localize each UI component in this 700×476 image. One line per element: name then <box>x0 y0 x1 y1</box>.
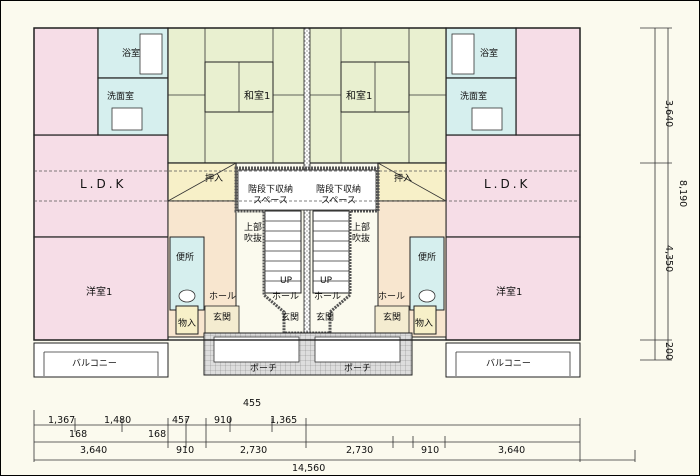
dim-910-a: 910 <box>176 445 194 456</box>
dim-8190-right-col: 8,190 <box>677 180 688 207</box>
label-ldk-right: L.D.K <box>484 177 530 191</box>
washitsu-room-right <box>307 27 447 164</box>
label-genkan-1: 玄関 <box>213 311 231 323</box>
label-ldk-left: L.D.K <box>80 177 126 191</box>
label-fukinuke-right: 上部吹抜 <box>352 221 370 244</box>
right-unit <box>307 27 581 378</box>
dim-910-top: 910 <box>214 415 232 426</box>
youshitsu-room-left <box>33 236 169 341</box>
dim-1367: 1,367 <box>48 415 75 426</box>
dim-1365: 1,365 <box>270 415 297 426</box>
dim-457: 457 <box>172 415 190 426</box>
dim-455: 455 <box>243 398 261 409</box>
label-monoire-left: 物入 <box>178 317 196 329</box>
label-genkan-4: 玄関 <box>383 311 401 323</box>
label-up-left: UP <box>280 276 293 286</box>
label-hall-3: ホール <box>314 291 341 302</box>
label-genkan-2: 玄関 <box>281 311 299 323</box>
label-stair-storage-left: 階段下収納スペース <box>248 183 293 206</box>
label-youshitsu-right: 洋室1 <box>496 285 522 298</box>
label-porch-left: ポーチ <box>250 363 277 374</box>
ldk-room-right <box>445 134 581 238</box>
top-left-entry-area <box>33 27 99 136</box>
stair-enclosure-hatch <box>234 166 380 335</box>
dim-total: 14,560 <box>292 463 325 474</box>
dim-2730-a: 2,730 <box>240 445 267 456</box>
label-bath-right: 浴室 <box>480 47 498 59</box>
dim-3640-left: 3,640 <box>80 445 107 456</box>
dim-3640-right-col: 3,640 <box>663 100 674 127</box>
dim-3640-right: 3,640 <box>498 445 525 456</box>
dim-168-b: 168 <box>148 429 166 440</box>
label-benjo-right: 便所 <box>418 251 436 263</box>
washitsu-room-left <box>167 27 307 164</box>
label-genkan-3: 玄関 <box>316 311 334 323</box>
dimension-lines-bottom <box>33 410 636 462</box>
label-washitsu-left: 和室1 <box>244 89 270 102</box>
dimension-lines-right <box>640 27 672 361</box>
label-hall-1: ホール <box>209 291 236 302</box>
label-hall-4: ホール <box>378 291 405 302</box>
dim-4350-right-col: 4,350 <box>663 245 674 272</box>
label-balcony-right: バルコニー <box>486 358 531 369</box>
dim-200-right-col: 200 <box>663 342 674 360</box>
label-balcony-left: バルコニー <box>72 358 117 369</box>
label-oshiire-left: 押入 <box>205 172 223 184</box>
dim-168-a: 168 <box>69 429 87 440</box>
label-washitsu-right: 和室1 <box>346 89 372 102</box>
label-up-right: UP <box>320 276 333 286</box>
label-stair-storage-right: 階段下収納スペース <box>316 183 361 206</box>
label-fukinuke-left: 上部吹抜 <box>244 221 262 244</box>
label-porch-right: ポーチ <box>344 363 371 374</box>
top-right-entry-area <box>515 27 581 136</box>
left-unit <box>33 27 307 378</box>
stair-storage-area <box>237 169 377 211</box>
label-bath-left: 浴室 <box>122 47 140 59</box>
label-hall-2: ホール <box>272 291 299 302</box>
dim-2730-b: 2,730 <box>346 445 373 456</box>
balcony-left <box>33 342 169 378</box>
label-oshiire-right: 押入 <box>394 172 412 184</box>
label-benjo-left: 便所 <box>176 251 194 263</box>
dim-910-b: 910 <box>421 445 439 456</box>
balcony-right <box>445 342 581 378</box>
label-washroom-right: 洗面室 <box>460 90 487 102</box>
label-washroom-left: 洗面室 <box>107 90 134 102</box>
label-monoire-right: 物入 <box>415 317 433 329</box>
ldk-room-left <box>33 134 169 238</box>
youshitsu-room-right <box>445 236 581 341</box>
dim-1480: 1,480 <box>104 415 131 426</box>
label-youshitsu-left: 洋室1 <box>86 285 112 298</box>
